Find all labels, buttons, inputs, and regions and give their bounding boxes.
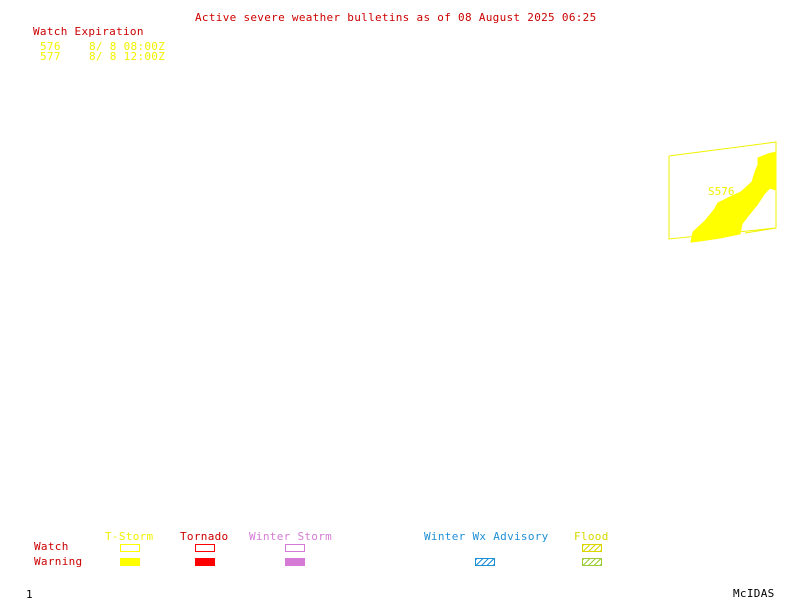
winter-storm-warning-swatch	[285, 558, 305, 566]
legend-winter-wx-advisory-label: Winter Wx Advisory	[424, 530, 549, 543]
warning-area	[690, 151, 777, 243]
flood-warning-swatch	[582, 558, 602, 566]
watch-outline	[744, 227, 777, 234]
winter-storm-watch-swatch	[285, 544, 305, 552]
tstorm-warning-swatch	[120, 558, 140, 566]
watch-id: 576	[40, 40, 61, 53]
legend-winter-storm-label: Winter Storm	[249, 530, 333, 543]
watch-expiration-time: 8/ 8 12:00Z	[89, 50, 166, 63]
software-label: McIDAS	[733, 587, 775, 600]
legend-flood-label: Flood	[574, 530, 609, 543]
watch-id: 577	[40, 50, 61, 63]
winter-wx-advisory-swatch	[475, 558, 495, 566]
bulletin-title: Active severe weather bulletins as of 08…	[195, 11, 597, 24]
watch-polygon-label: S576	[708, 185, 735, 198]
legend-warning-label: Warning	[34, 555, 83, 568]
tornado-warning-swatch	[195, 558, 215, 566]
frame-number: 1	[26, 588, 33, 601]
watch-expiration-heading: Watch Expiration	[33, 25, 144, 38]
legend-tstorm-label: T-Storm	[105, 530, 154, 543]
watch-expiration-time: 8/ 8 08:00Z	[89, 40, 166, 53]
tstorm-watch-swatch	[120, 544, 140, 552]
flood-watch-swatch	[582, 544, 602, 552]
legend-tornado-label: Tornado	[180, 530, 229, 543]
tornado-watch-swatch	[195, 544, 215, 552]
legend-watch-label: Watch	[34, 540, 69, 553]
